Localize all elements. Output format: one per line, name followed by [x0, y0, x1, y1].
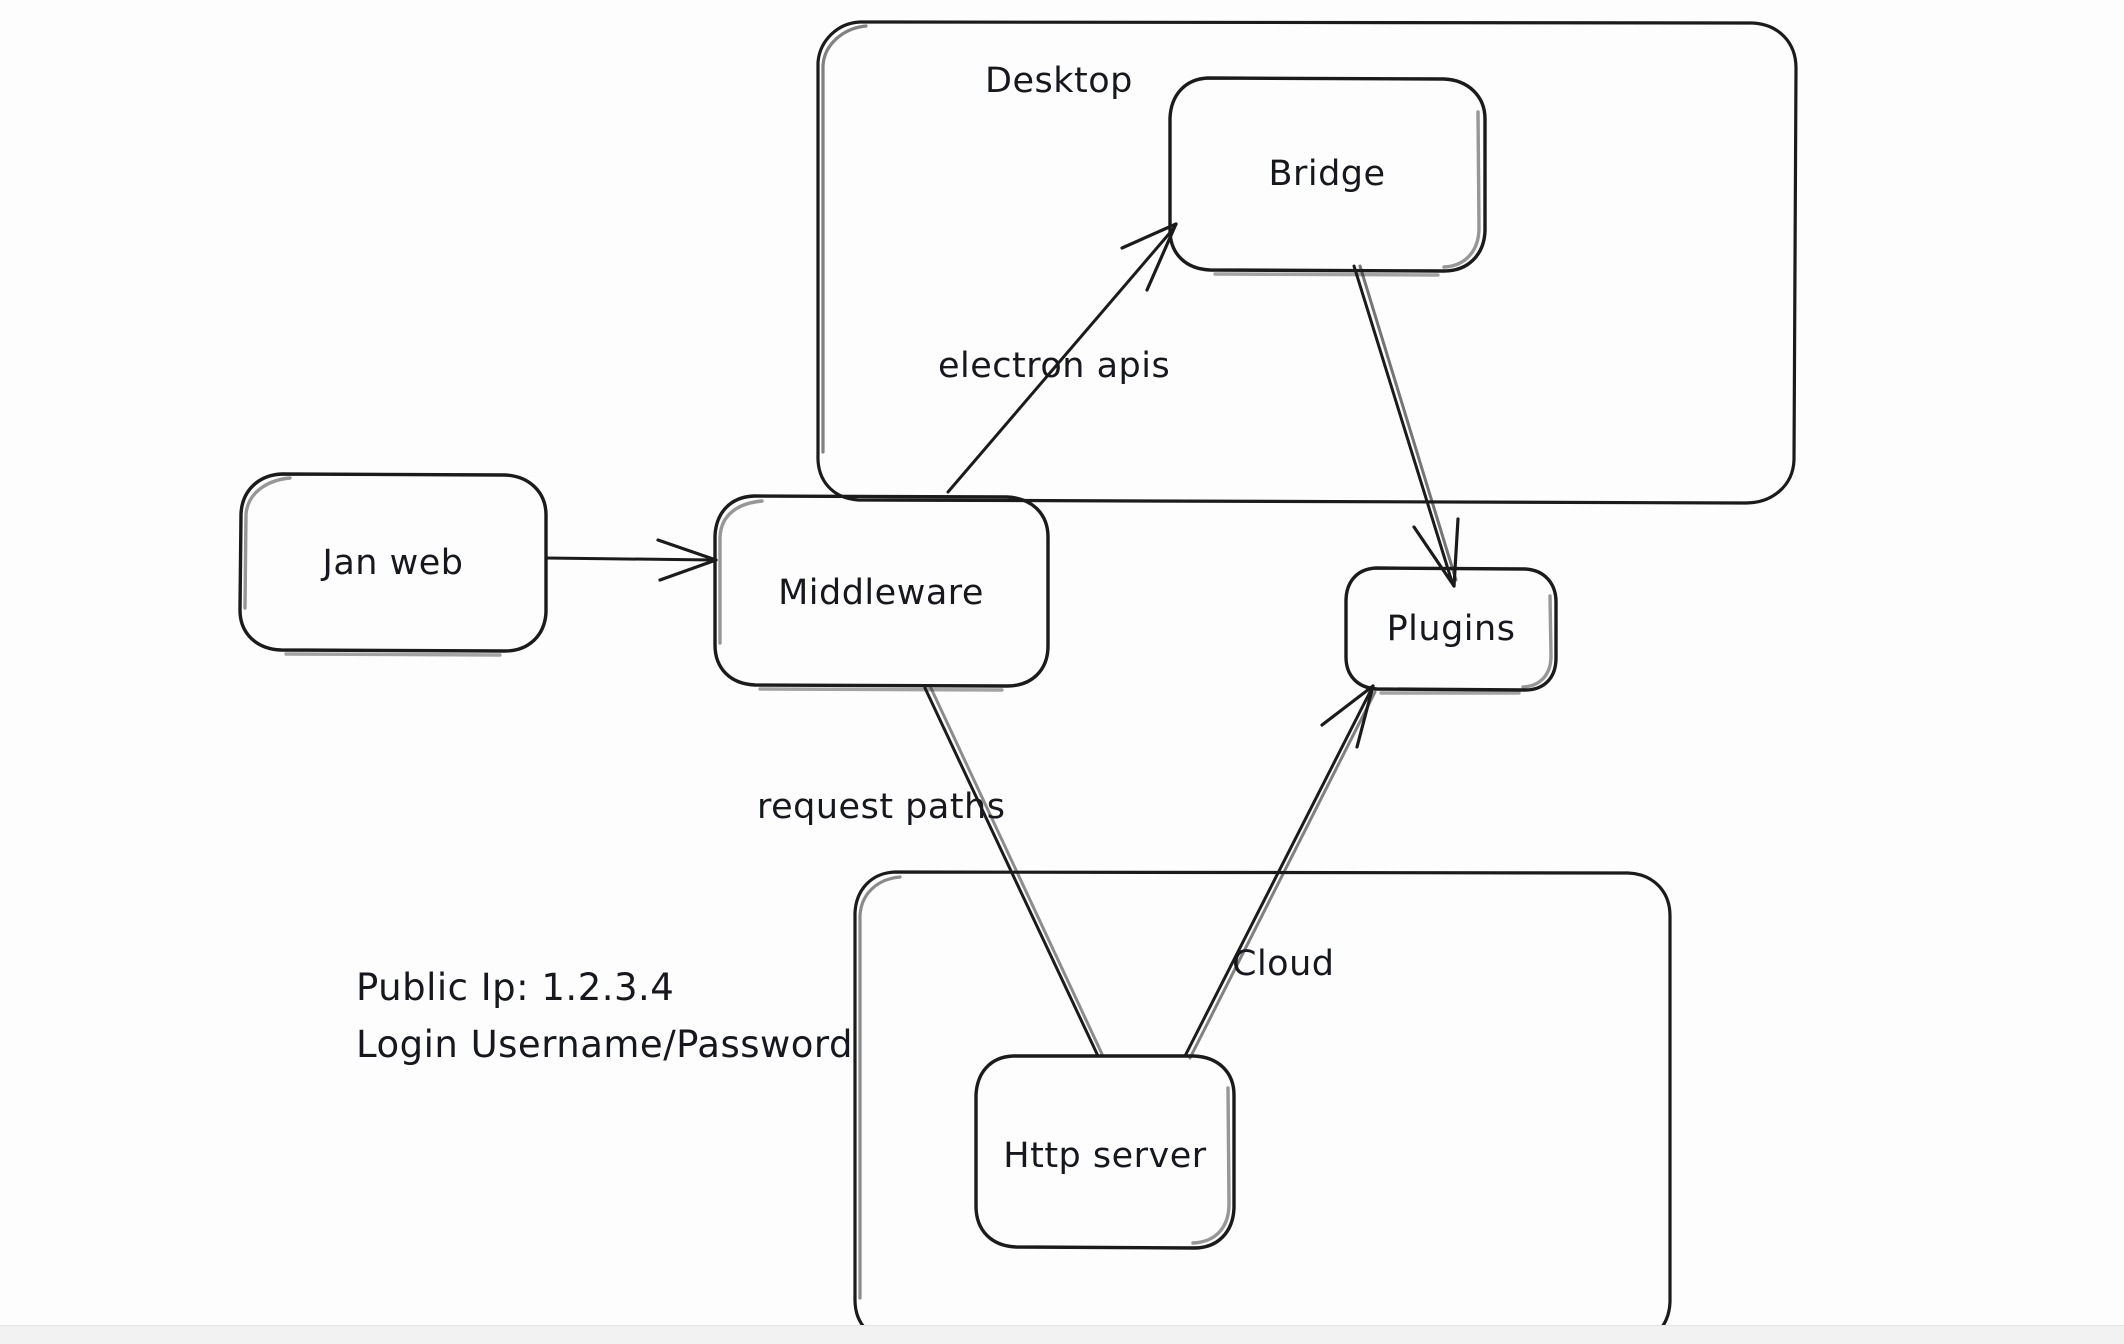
node-label-plugins: Plugins [1387, 609, 1516, 649]
node-middleware[interactable] [713, 494, 1050, 692]
container-cloud [853, 870, 1672, 1344]
node-label-jan-web: Jan web [321, 543, 464, 583]
node-plugins[interactable] [1344, 566, 1558, 695]
node-jan-web[interactable] [238, 472, 548, 657]
edge-middleware-to-httpserver [923, 684, 1104, 1058]
edge-label-cloud: Cloud [1232, 944, 1334, 984]
node-label-http-server: Http server [1003, 1136, 1207, 1176]
note-public-ip: Public Ip: 1.2.3.4 [356, 966, 674, 1009]
edge-label-electron-apis: electron apis [938, 346, 1170, 386]
edge-httpserver-to-plugins [1183, 684, 1377, 1060]
edge-bridge-to-plugins [1352, 264, 1460, 588]
edge-label-request-paths: request paths [757, 787, 1005, 827]
edge-middleware-to-bridge [946, 222, 1178, 494]
node-http-server[interactable] [974, 1054, 1236, 1250]
container-desktop [816, 20, 1798, 505]
container-label-desktop: Desktop [985, 61, 1133, 101]
note-login: Login Username/Password [356, 1023, 853, 1066]
node-label-middleware: Middleware [778, 573, 984, 613]
node-bridge[interactable] [1168, 76, 1487, 277]
node-label-bridge: Bridge [1268, 154, 1385, 194]
bottom-band [0, 1325, 2124, 1344]
edge-janweb-to-middleware [544, 538, 718, 582]
